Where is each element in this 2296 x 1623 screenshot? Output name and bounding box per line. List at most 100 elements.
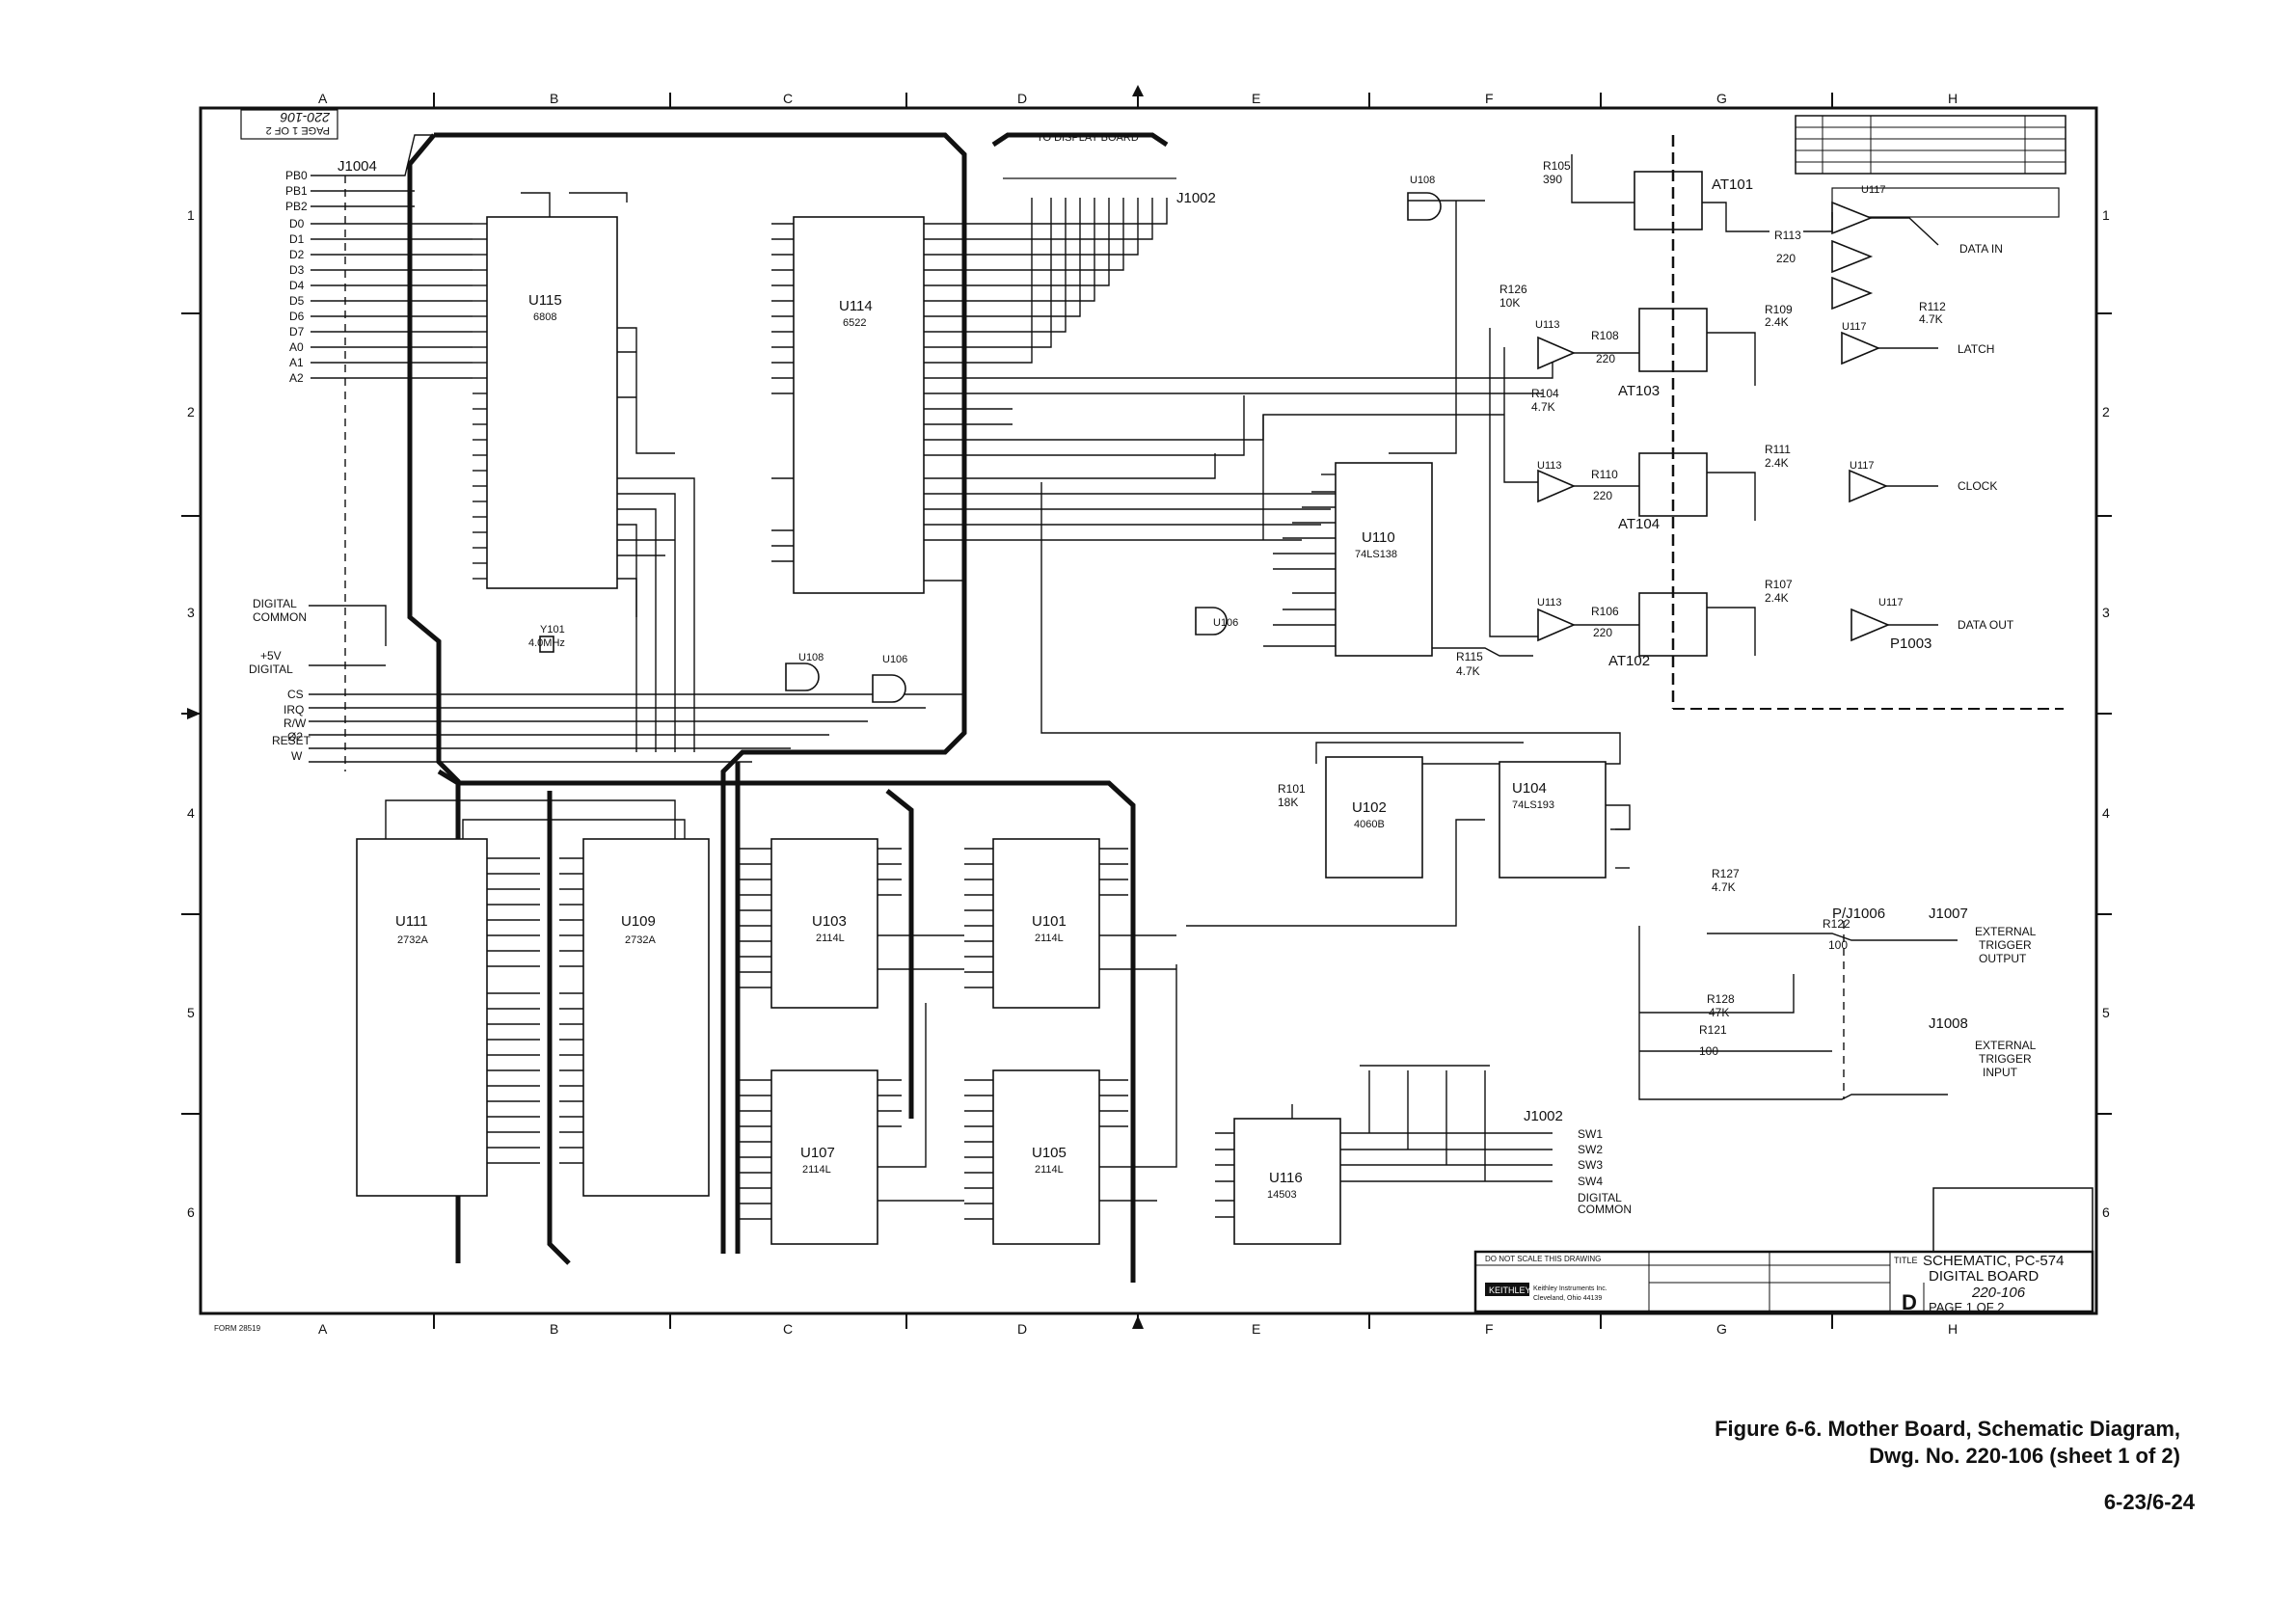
center-mark-top xyxy=(1132,85,1144,96)
svg-text:A1: A1 xyxy=(289,356,304,369)
svg-text:B: B xyxy=(550,91,558,106)
svg-text:C: C xyxy=(783,1321,793,1337)
svg-text:D: D xyxy=(1902,1290,1917,1314)
svg-text:EXTERNAL: EXTERNAL xyxy=(1975,925,2037,938)
eprom-pins xyxy=(385,799,686,1164)
svg-text:R128: R128 xyxy=(1707,992,1735,1006)
svg-text:18K: 18K xyxy=(1278,796,1298,809)
svg-text:U113: U113 xyxy=(1537,460,1561,472)
svg-text:R126: R126 xyxy=(1499,283,1527,296)
revision-table xyxy=(1795,115,2066,218)
gate-u117-dataout: U117 xyxy=(1850,597,1903,642)
ram-pins xyxy=(738,848,1177,1220)
svg-text:EXTERNAL: EXTERNAL xyxy=(1975,1039,2037,1052)
svg-text:PB1: PB1 xyxy=(285,184,308,198)
svg-text:6808: 6808 xyxy=(533,311,556,323)
svg-text:G: G xyxy=(1716,91,1727,106)
u107-chip: U107 2114L xyxy=(770,1069,878,1245)
svg-text:SW4: SW4 xyxy=(1578,1175,1603,1188)
svg-text:COMMON: COMMON xyxy=(1578,1203,1632,1216)
j1006-label: P/J1006 xyxy=(1832,906,1885,922)
svg-text:Keithley Instruments Inc.: Keithley Instruments Inc. xyxy=(1533,1285,1607,1292)
svg-text:U115: U115 xyxy=(528,292,562,309)
svg-text:F: F xyxy=(1485,91,1494,106)
svg-text:2732A: 2732A xyxy=(397,934,428,946)
svg-text:4: 4 xyxy=(187,805,195,821)
svg-text:J1002: J1002 xyxy=(1176,190,1216,206)
svg-text:PAGE 1 OF 2: PAGE 1 OF 2 xyxy=(266,124,330,136)
svg-text:SW1: SW1 xyxy=(1578,1127,1603,1141)
gate-u113-c: U113 xyxy=(1537,597,1577,642)
svg-text:1: 1 xyxy=(2102,207,2110,223)
caption-line-1: Figure 6-6. Mother Board, Schematic Diag… xyxy=(1715,1417,2180,1441)
svg-text:E: E xyxy=(1252,91,1260,106)
center-mark-left xyxy=(187,708,201,719)
grid-col-labels: A B C D E F G H A B C D E F G H xyxy=(318,91,1958,1337)
svg-text:D4: D4 xyxy=(289,279,305,292)
svg-text:U108: U108 xyxy=(1410,175,1435,186)
svg-text:U101: U101 xyxy=(1032,913,1067,930)
svg-text:R104: R104 xyxy=(1531,387,1559,400)
svg-text:U106: U106 xyxy=(882,654,907,665)
u116-chip: U116 14503 xyxy=(1233,1118,1341,1245)
j1004-label: J1004 xyxy=(338,158,377,175)
svg-text:74LS138: 74LS138 xyxy=(1355,549,1397,560)
switch-labels: SW1 SW2 SW3 SW4 DIGITAL COMMON xyxy=(1578,1127,1632,1216)
svg-text:14503: 14503 xyxy=(1267,1189,1297,1201)
svg-text:R111: R111 xyxy=(1765,443,1791,456)
svg-text:U111: U111 xyxy=(395,913,428,930)
j1007-label: J1007 xyxy=(1929,906,1968,922)
left-group-labels: DIGITAL COMMON +5V DIGITAL CS IRQ R/W Ø2… xyxy=(249,597,311,763)
svg-text:D0: D0 xyxy=(289,217,305,230)
left-signal-lines xyxy=(311,134,473,771)
svg-text:2732A: 2732A xyxy=(625,934,656,946)
svg-text:A2: A2 xyxy=(289,371,304,385)
left-signal-labels: PB0 PB1 PB2 D0 D1 D2 D3 D4 D5 D6 D7 A0 A… xyxy=(285,169,308,385)
svg-text:220: 220 xyxy=(1776,252,1796,265)
svg-text:COMMON: COMMON xyxy=(253,610,307,624)
svg-text:D1: D1 xyxy=(289,232,305,246)
svg-text:4.7K: 4.7K xyxy=(1919,312,1943,326)
svg-text:U113: U113 xyxy=(1535,319,1559,331)
opto-at102: AT102 xyxy=(1608,592,1708,669)
svg-text:U102: U102 xyxy=(1352,799,1387,816)
counter-wiring xyxy=(1040,482,1631,927)
gate-u113-b: U113 xyxy=(1535,319,1577,370)
svg-text:2.4K: 2.4K xyxy=(1765,456,1789,470)
svg-text:H: H xyxy=(1948,91,1958,106)
corner-stamp: PAGE 1 OF 2 220-106 xyxy=(240,109,338,140)
svg-text:1: 1 xyxy=(187,207,195,223)
svg-text:D3: D3 xyxy=(289,263,305,277)
j1008-label: J1008 xyxy=(1929,1015,1968,1032)
svg-text:DIGITAL: DIGITAL xyxy=(1578,1191,1622,1204)
svg-text:10K: 10K xyxy=(1499,296,1520,310)
title-block: DO NOT SCALE THIS DRAWING KEITHLEY Keith… xyxy=(1473,1187,2094,1314)
svg-text:R107: R107 xyxy=(1765,578,1793,591)
svg-text:3: 3 xyxy=(187,605,195,620)
p1003-label: P1003 xyxy=(1890,636,1931,652)
caption-line-2: Dwg. No. 220-106 (sheet 1 of 2) xyxy=(1869,1444,2180,1468)
svg-text:5: 5 xyxy=(2102,1005,2110,1020)
svg-text:OUTPUT: OUTPUT xyxy=(1979,952,2027,965)
svg-text:R/W: R/W xyxy=(284,717,307,730)
svg-text:R105: R105 xyxy=(1543,159,1571,173)
svg-text:E: E xyxy=(1252,1321,1260,1337)
data-bus xyxy=(407,132,1169,1283)
svg-text:Y101: Y101 xyxy=(540,624,565,636)
svg-text:DIGITAL: DIGITAL xyxy=(253,597,297,610)
svg-text:U113: U113 xyxy=(1537,597,1561,609)
svg-text:G: G xyxy=(1716,1321,1727,1337)
u110-chip: U110 74LS138 xyxy=(1335,462,1433,657)
svg-text:R112: R112 xyxy=(1919,300,1946,313)
svg-text:2114L: 2114L xyxy=(1035,1164,1064,1176)
svg-text:U116: U116 xyxy=(1269,1170,1303,1186)
svg-text:U105: U105 xyxy=(1032,1145,1067,1161)
svg-text:3: 3 xyxy=(2102,605,2110,620)
svg-text:TITLE: TITLE xyxy=(1894,1256,1918,1265)
svg-text:74LS193: 74LS193 xyxy=(1512,799,1554,811)
svg-text:R115: R115 xyxy=(1456,650,1483,663)
svg-text:AT103: AT103 xyxy=(1618,383,1660,399)
svg-text:2: 2 xyxy=(2102,404,2110,419)
svg-text:R110: R110 xyxy=(1591,468,1618,481)
